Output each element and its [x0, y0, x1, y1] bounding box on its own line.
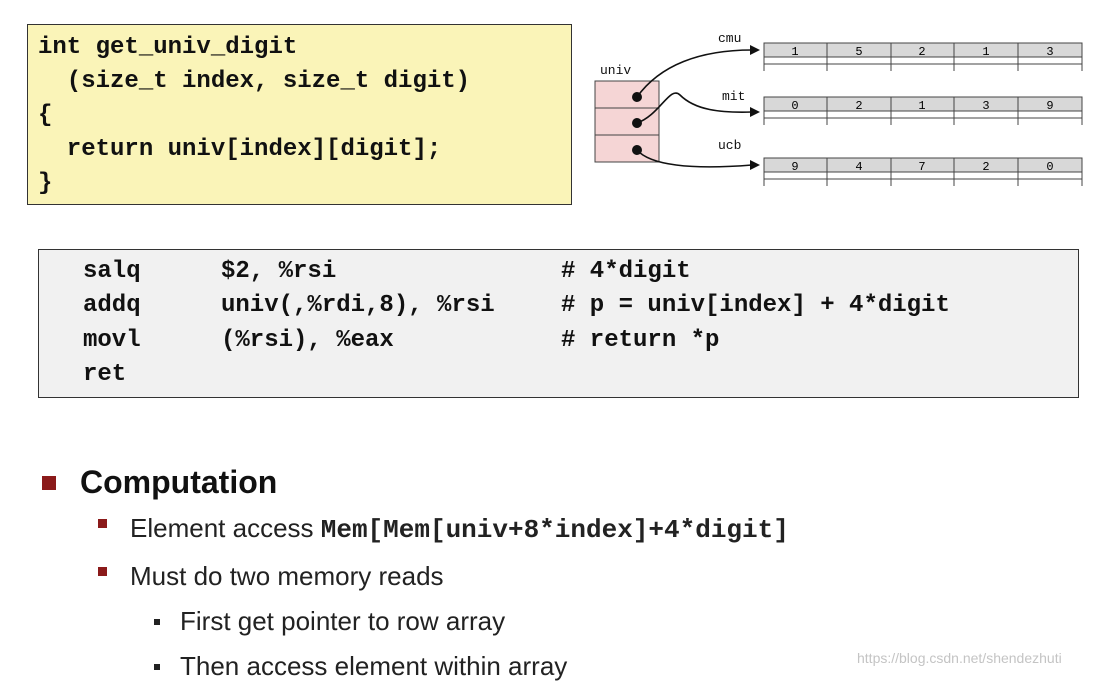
asm-line: salq $2, %rsi # 4*digit [83, 255, 691, 289]
subitem-bullet-icon [154, 664, 160, 670]
asm-operands: (%rsi), %eax [221, 327, 394, 354]
asm-opcode: movl [83, 327, 141, 354]
arrowhead [750, 160, 760, 170]
asm-operands: univ(,%rdi,8), %rsi [221, 292, 495, 319]
array-cell-value: 9 [791, 160, 798, 174]
arrow-cmu [636, 49, 753, 98]
assembly-code-box: salq $2, %rsi # 4*digit addq univ(,%rdi,… [38, 249, 1079, 398]
item-bullet-icon [98, 567, 107, 576]
row-label-mit: mit [722, 89, 745, 104]
code-line: (size_t index, size_t digit) [38, 68, 471, 95]
pointer-cell [594, 107, 660, 136]
code-line: return univ[index][digit]; [38, 136, 442, 163]
asm-opcode: addq [83, 292, 141, 319]
watermark: https://blog.csdn.net/shendezhuti [857, 650, 1062, 666]
item-text: Element access [130, 513, 321, 543]
arrow-ucb [636, 149, 753, 168]
list-item: Element access Mem[Mem[univ+8*index]+4*d… [130, 512, 789, 546]
array-cell-value: 2 [918, 45, 925, 59]
c-code-box: int get_univ_digit (size_t index, size_t… [27, 24, 572, 205]
asm-operands: $2, %rsi [221, 258, 337, 285]
subitem-bullet-icon [154, 619, 160, 625]
arrowhead [750, 107, 760, 117]
array-cell-value: 1 [791, 45, 798, 59]
array-cell-value: 2 [855, 99, 862, 113]
array-cell-value: 2 [982, 160, 989, 174]
array-cell-value: 7 [918, 160, 925, 174]
pointer-cell [594, 80, 660, 109]
row-array-cmu: 1 5 2 1 3 [763, 42, 1083, 71]
list-item: Must do two memory reads [130, 561, 444, 591]
heading-bullet-icon [42, 476, 56, 490]
asm-comment: # return *p [561, 327, 720, 354]
sub-list-item: First get pointer to row array [180, 606, 506, 636]
array-cell-value: 3 [1046, 45, 1053, 59]
asm-line: movl (%rsi), %eax # return *p [83, 324, 719, 358]
asm-comment: # p = univ[index] + 4*digit [561, 292, 950, 319]
row-label-cmu: cmu [718, 31, 741, 46]
array-cell-value: 1 [918, 99, 925, 113]
array-cell-value: 4 [855, 160, 862, 174]
row-array-ucb: 9 4 7 2 0 [763, 157, 1083, 186]
pointer-array [594, 80, 660, 163]
array-cell-value: 9 [1046, 99, 1053, 113]
pointer-arrows [636, 49, 753, 168]
row-label-ucb: ucb [718, 138, 741, 153]
array-cell-value: 5 [855, 45, 862, 59]
asm-line: addq univ(,%rdi,8), %rsi # p = univ[inde… [83, 289, 950, 323]
computation-heading: Computation [80, 464, 278, 500]
sub-list-item: Then access element within array [180, 651, 568, 681]
row-array-mit: 0 2 1 3 9 [763, 96, 1083, 125]
asm-opcode: ret [83, 361, 127, 388]
arrow-mit [636, 92, 753, 124]
code-line: { [38, 102, 53, 129]
array-cell-value: 3 [982, 99, 989, 113]
item-code: Mem[Mem[univ+8*index]+4*digit] [320, 515, 789, 545]
array-cell-value: 1 [982, 45, 989, 59]
asm-comment: # 4*digit [561, 258, 691, 285]
array-cell-value: 0 [791, 99, 798, 113]
code-line: int get_univ_digit [38, 34, 298, 61]
array-cell-value: 0 [1046, 160, 1053, 174]
pointer-cell [594, 134, 660, 163]
pointer-array-label: univ [600, 63, 631, 78]
item-bullet-icon [98, 519, 107, 528]
asm-opcode: salq [83, 258, 141, 285]
asm-line: ret [83, 358, 141, 392]
code-line: } [38, 170, 53, 197]
arrowhead [750, 45, 760, 55]
multi-level-array-diagram: univ cmu 1 5 2 1 3 mit [594, 31, 1083, 186]
